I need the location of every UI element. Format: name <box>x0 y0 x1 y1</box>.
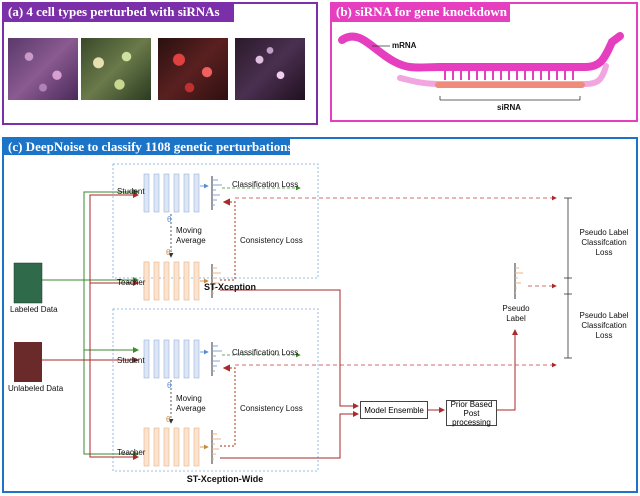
st-xception-wide-title: ST-Xception-Wide <box>186 474 264 484</box>
top-teacher-output <box>211 264 221 298</box>
bottom-moving-average: Moving Average <box>176 394 206 413</box>
top-consistency-loss: Consistency Loss <box>240 236 303 245</box>
cell-image-4 <box>235 38 305 100</box>
bottom-student-network <box>143 339 200 379</box>
panel-b-title: (b) siRNA for gene knockdown <box>330 2 510 22</box>
bottom-classification-loss: Classification Loss <box>232 348 299 357</box>
mrna-label: mRNA <box>392 41 417 50</box>
bottom-teacher-label: Teacher <box>117 448 146 457</box>
model-ensemble-box: Model Ensemble <box>360 401 428 419</box>
top-teacher-label: Teacher <box>117 278 146 287</box>
bottom-student-output <box>211 342 222 376</box>
panel-a-title: (a) 4 cell types perturbed with siRNAs <box>2 2 234 22</box>
labeled-data-thumbnail <box>14 263 42 303</box>
pseudo-loss-top: Pseudo Label Classifcation Loss <box>579 228 629 257</box>
post-processing-box: Prior Based Post processing <box>446 400 497 427</box>
top-moving-average: Moving Average <box>176 226 206 245</box>
top-student-output <box>211 176 222 210</box>
pseudo-label-text: Pseudo Label <box>502 304 530 323</box>
sirna-diagram <box>338 32 624 101</box>
cell-image-3 <box>158 38 228 100</box>
top-classification-loss: Classification Loss <box>232 180 299 189</box>
top-theta: θ <box>167 215 172 224</box>
panel-c <box>2 137 638 493</box>
bottom-student-label: Student <box>117 356 145 365</box>
pseudo-loss-bottom: Pseudo Label Classifcation Loss <box>579 311 629 340</box>
labeled-data-label: Labeled Data <box>10 305 58 314</box>
bottom-teacher-network <box>143 427 200 467</box>
cell-image-2 <box>81 38 151 100</box>
st-xception-box <box>112 163 319 279</box>
st-xception-wide-box <box>112 308 319 472</box>
pseudo-label-output <box>514 263 523 299</box>
bottom-teacher-output <box>211 430 221 464</box>
unlabeled-data-label: Unlabeled Data <box>8 384 64 393</box>
cell-image-1 <box>8 38 78 100</box>
top-student-label: Student <box>117 187 145 196</box>
bottom-theta-prime: θ' <box>166 415 172 424</box>
sirna-label: siRNA <box>497 103 522 112</box>
bottom-theta: θ <box>167 381 172 390</box>
top-student-network <box>143 173 200 213</box>
bottom-consistency-loss: Consistency Loss <box>240 404 303 413</box>
st-xception-title: ST-Xception <box>203 282 256 292</box>
panel-c-title: (c) DeepNoise to classify 1108 genetic p… <box>2 137 293 155</box>
unlabeled-data-thumbnail <box>14 342 42 382</box>
top-theta-prime: θ' <box>166 248 172 257</box>
